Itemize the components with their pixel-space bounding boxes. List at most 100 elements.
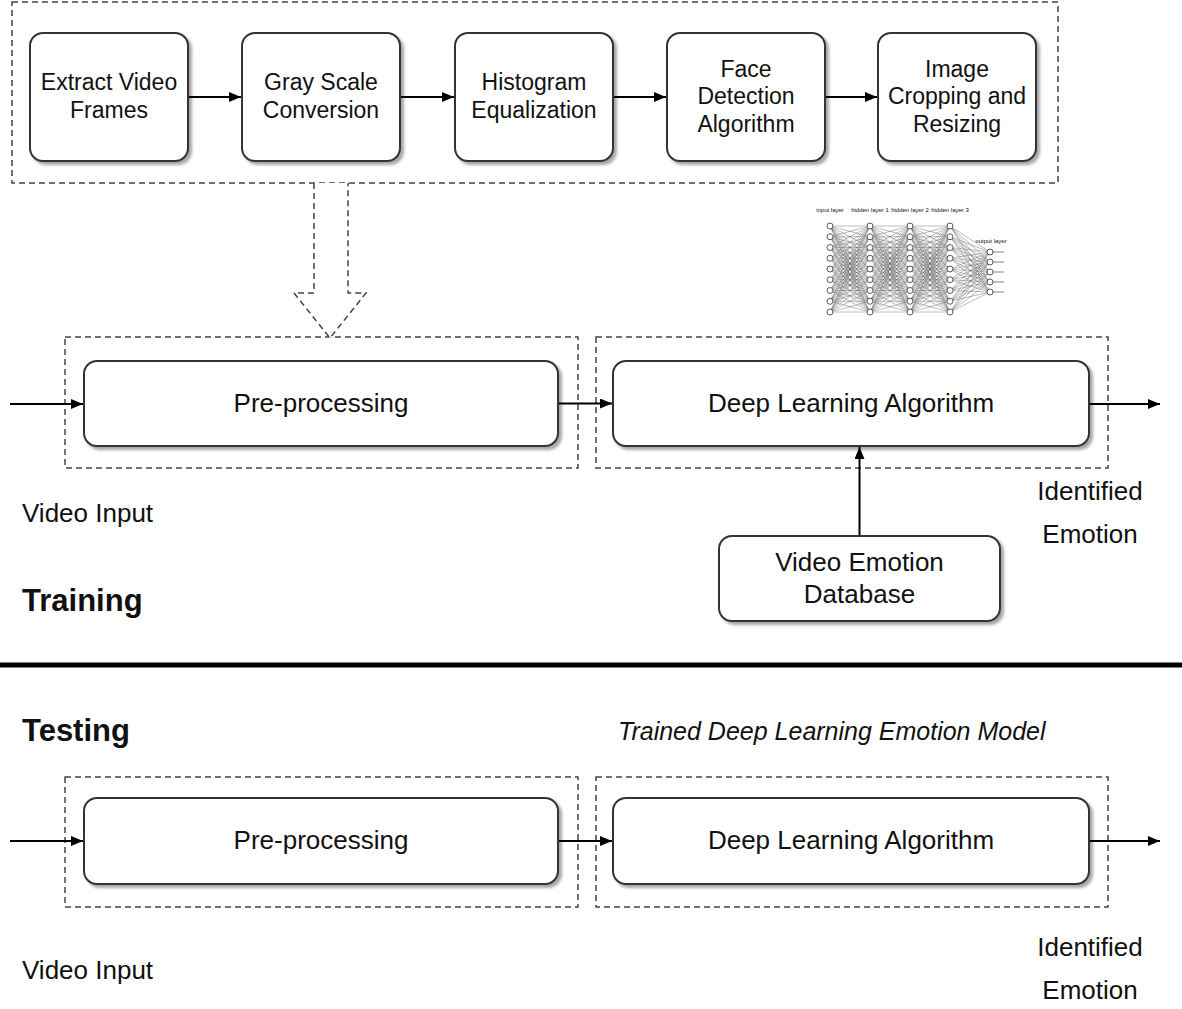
input-arrow — [10, 840, 83, 842]
box-text: Face Detection Algorithm — [675, 56, 817, 139]
network-neuron — [947, 298, 953, 304]
flow-arrow — [559, 840, 612, 842]
layer-label: input layer — [811, 207, 849, 213]
network-weight — [830, 226, 870, 312]
network-weight — [910, 237, 950, 312]
network-neuron — [907, 288, 913, 294]
network-weight — [950, 262, 990, 280]
network-neuron — [827, 245, 833, 251]
layer-label: hidden layer 3 — [931, 207, 969, 213]
network-weight — [910, 301, 950, 312]
network-weight — [910, 269, 950, 312]
network-weight — [830, 258, 870, 312]
network-neuron — [947, 223, 953, 229]
input-label: Video Input — [22, 498, 222, 529]
network-weight — [910, 226, 950, 269]
neural-network-icon — [827, 223, 1004, 315]
output-arrow — [1090, 840, 1160, 842]
network-weight — [950, 292, 990, 301]
network-weight — [870, 226, 910, 280]
layer-label: output layer — [975, 238, 1007, 244]
network-weight — [910, 226, 950, 301]
process-box: Deep Learning Algorithm — [612, 360, 1090, 447]
network-weight — [950, 269, 990, 292]
network-weight — [830, 226, 870, 280]
network-neuron — [947, 277, 953, 283]
network-weight — [830, 226, 870, 269]
network-weight — [950, 237, 990, 292]
output-label: Identified Emotion — [1020, 926, 1160, 1009]
network-neuron — [907, 309, 913, 315]
network-weight — [870, 291, 910, 313]
network-weight — [870, 226, 910, 301]
network-output — [993, 272, 1004, 273]
network-weight — [830, 291, 870, 313]
network-weight — [950, 258, 990, 282]
network-neuron — [947, 266, 953, 272]
network-weight — [950, 252, 990, 258]
network-weight — [950, 226, 990, 262]
process-box: Histogram Equalization — [454, 32, 614, 162]
network-weight — [870, 301, 910, 312]
network-weight — [910, 237, 950, 312]
network-weight — [830, 291, 870, 313]
network-weight — [870, 269, 910, 312]
network-neuron — [907, 277, 913, 283]
network-weight — [870, 226, 910, 280]
network-neuron — [827, 255, 833, 261]
network-weight — [870, 226, 910, 312]
network-weight — [910, 269, 950, 312]
network-neuron — [867, 277, 873, 283]
network-weight — [910, 280, 950, 312]
network-weight — [870, 248, 910, 313]
network-weight — [830, 301, 870, 312]
network-weight — [830, 226, 870, 301]
hollow-arrow — [294, 183, 366, 338]
network-weight — [830, 280, 870, 312]
box-text: Histogram Equalization — [463, 69, 605, 124]
network-weight — [830, 226, 870, 269]
box-text: Extract Video Frames — [38, 69, 180, 124]
network-neuron — [867, 234, 873, 240]
network-weight — [870, 226, 910, 237]
box-text: Pre-processing — [234, 388, 409, 419]
network-weight — [870, 258, 910, 312]
layer-label: hidden layer 1 — [851, 207, 889, 213]
network-neuron — [947, 309, 953, 315]
network-weight — [870, 258, 910, 312]
separator-line — [0, 663, 1182, 668]
network-weight — [830, 237, 870, 312]
network-neuron — [987, 249, 993, 255]
network-neuron — [907, 223, 913, 229]
group-outline — [12, 2, 1058, 183]
network-neuron — [867, 266, 873, 272]
section-heading: Testing — [22, 712, 222, 749]
network-weight — [830, 269, 870, 312]
network-neuron — [827, 266, 833, 272]
network-weight — [830, 226, 870, 237]
box-text: Image Cropping and Resizing — [886, 56, 1028, 139]
network-neuron — [947, 255, 953, 261]
network-weight — [910, 312, 950, 313]
network-neuron — [987, 259, 993, 265]
network-weight — [910, 226, 950, 237]
flow-arrow — [189, 96, 241, 98]
network-weight — [870, 248, 910, 313]
network-weight — [910, 291, 950, 313]
network-weight — [910, 301, 950, 312]
network-weight — [830, 226, 870, 258]
flow-arrow — [401, 96, 454, 98]
network-output — [993, 282, 1004, 283]
network-weight — [830, 226, 870, 227]
network-weight — [830, 258, 870, 312]
box-text: Deep Learning Algorithm — [708, 825, 994, 856]
network-neuron — [907, 234, 913, 240]
flow-arrow — [826, 96, 877, 98]
layer-label: hidden layer 2 — [891, 207, 929, 213]
network-neuron — [867, 288, 873, 294]
network-weight — [870, 226, 910, 312]
network-weight — [830, 226, 870, 291]
network-weight — [830, 248, 870, 313]
network-neuron — [987, 279, 993, 285]
network-weight — [910, 226, 950, 280]
